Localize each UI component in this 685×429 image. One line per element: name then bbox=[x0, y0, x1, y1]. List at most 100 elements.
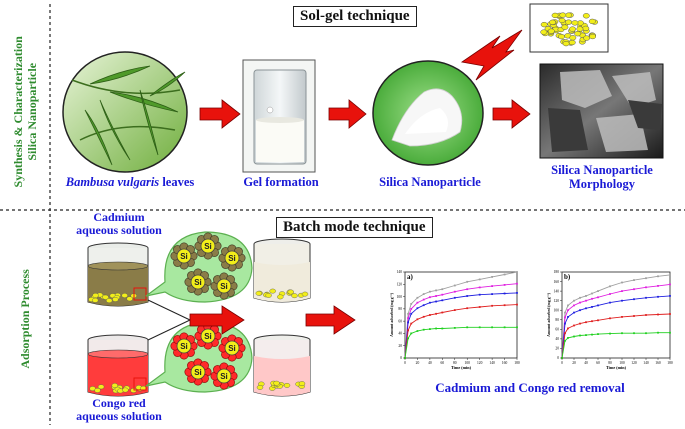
congo-red-treated-beaker bbox=[253, 334, 311, 397]
data-point bbox=[416, 330, 419, 332]
data-point bbox=[645, 296, 647, 299]
x-tick-label: 80 bbox=[453, 361, 457, 365]
data-point bbox=[422, 298, 425, 301]
nanoparticle bbox=[287, 289, 294, 295]
nanoparticle bbox=[569, 35, 577, 41]
nanoparticle bbox=[568, 39, 576, 46]
series-line bbox=[404, 283, 518, 359]
data-point bbox=[645, 286, 647, 289]
data-point bbox=[669, 313, 671, 315]
data-point bbox=[621, 332, 623, 335]
x-tick-label: 120 bbox=[477, 361, 483, 365]
data-point bbox=[491, 293, 493, 295]
data-point bbox=[597, 290, 599, 292]
data-point bbox=[585, 321, 587, 324]
nanoparticle bbox=[112, 296, 119, 302]
series-line bbox=[561, 274, 671, 359]
x-tick-label: 160 bbox=[655, 361, 661, 365]
data-point bbox=[441, 311, 444, 314]
arrow-right-icon bbox=[492, 99, 531, 129]
silica-particle: Si bbox=[184, 358, 212, 386]
nanoparticle bbox=[111, 383, 119, 388]
data-point bbox=[567, 327, 569, 330]
data-point bbox=[441, 293, 444, 296]
data-point bbox=[503, 273, 506, 276]
removal-caption: Cadmium and Congo red removal bbox=[435, 380, 625, 395]
y-tick-label: 80 bbox=[555, 318, 559, 322]
data-point bbox=[453, 309, 456, 311]
cadmium-solution-beaker bbox=[87, 242, 149, 307]
data-point bbox=[435, 289, 437, 292]
data-point bbox=[564, 332, 566, 335]
data-point bbox=[410, 312, 413, 315]
data-point bbox=[645, 277, 647, 280]
section-label-synthesis: Synthesis & Characterization Silica Nano… bbox=[11, 36, 39, 188]
data-point bbox=[573, 311, 575, 314]
data-point bbox=[564, 311, 566, 314]
x-tick-label: 0 bbox=[404, 361, 406, 365]
nanoparticle bbox=[551, 12, 559, 19]
data-point bbox=[410, 332, 413, 335]
x-axis-label: Time (min) bbox=[606, 365, 627, 370]
x-tick-label: 160 bbox=[502, 361, 508, 365]
data-point bbox=[621, 299, 623, 302]
nanoparticle bbox=[540, 21, 548, 28]
series-line bbox=[561, 313, 671, 359]
data-point bbox=[609, 332, 611, 335]
data-point bbox=[429, 301, 431, 304]
nanoparticle bbox=[576, 26, 584, 32]
nanoparticle bbox=[97, 384, 105, 390]
si-label: Si bbox=[228, 254, 236, 263]
data-point bbox=[441, 288, 444, 291]
y-tick-label: 140 bbox=[554, 289, 560, 293]
data-point bbox=[407, 312, 409, 315]
data-point bbox=[466, 288, 469, 291]
merge-connector bbox=[147, 299, 191, 341]
section-label-adsorption: Adsorption Process bbox=[18, 269, 33, 369]
data-point bbox=[621, 281, 623, 284]
nanoparticle bbox=[583, 35, 591, 41]
data-point bbox=[561, 357, 563, 359]
data-point bbox=[453, 284, 456, 287]
data-point bbox=[657, 275, 659, 278]
silica-particle: Si bbox=[210, 362, 238, 390]
x-tick-label: 140 bbox=[643, 361, 649, 365]
data-point bbox=[416, 307, 419, 310]
silica-powder-image bbox=[372, 60, 484, 166]
series-line bbox=[561, 332, 670, 359]
data-point bbox=[503, 326, 506, 329]
y-tick-label: 60 bbox=[398, 319, 402, 323]
batch-mode-title: Batch mode technique bbox=[276, 217, 433, 238]
data-point bbox=[516, 292, 518, 294]
nanoparticle bbox=[301, 291, 309, 297]
nanoparticle bbox=[562, 40, 570, 47]
congo-red-solution-beaker bbox=[87, 334, 149, 397]
nanoparticle bbox=[582, 25, 590, 32]
si-core bbox=[176, 338, 192, 354]
data-point bbox=[503, 292, 506, 295]
si-core bbox=[200, 238, 216, 254]
nanoparticle bbox=[277, 294, 284, 300]
y-tick-label: 120 bbox=[554, 299, 560, 303]
tem-morphology-image bbox=[539, 63, 664, 159]
data-point bbox=[657, 331, 659, 334]
data-point bbox=[435, 300, 437, 303]
si-label: Si bbox=[194, 368, 202, 377]
si-label: Si bbox=[228, 344, 236, 353]
nanoparticle bbox=[588, 18, 596, 25]
leaves-caption: Bambusa vulgaris leaves bbox=[65, 175, 195, 189]
y-tick-label: 40 bbox=[555, 337, 559, 341]
nanoparticle bbox=[102, 294, 109, 300]
x-tick-label: 80 bbox=[608, 361, 612, 365]
nanoparticle bbox=[273, 380, 280, 386]
data-point bbox=[585, 299, 587, 302]
nanoparticle bbox=[574, 31, 582, 37]
nanoparticle bbox=[94, 387, 101, 393]
si-label: Si bbox=[194, 278, 202, 287]
y-tick-label: 20 bbox=[555, 347, 559, 351]
silica-caption: Silica Nanoparticle bbox=[379, 175, 481, 189]
series-line bbox=[561, 295, 671, 359]
sol-gel-title: Sol-gel technique bbox=[293, 6, 417, 27]
